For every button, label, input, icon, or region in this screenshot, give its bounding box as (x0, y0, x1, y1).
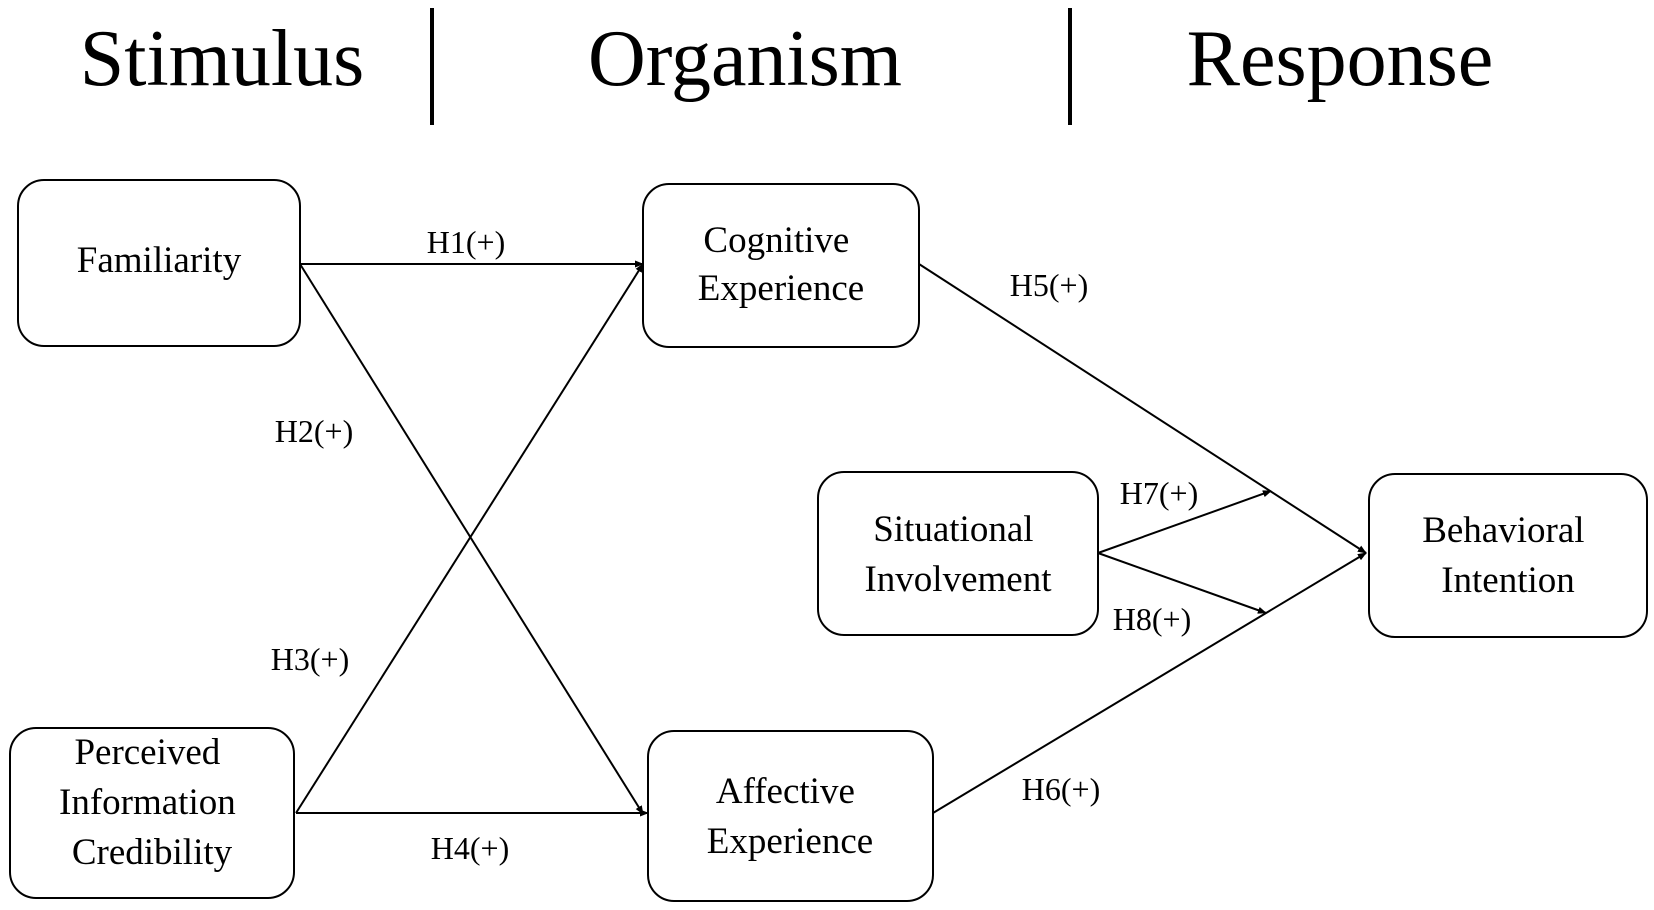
node-affective-line-1: Affective (716, 771, 855, 812)
stage-title-organism: Organism (588, 15, 902, 103)
svg-text:Cognitive Experience: Cognitive Experience (698, 220, 864, 309)
stage-title-stimulus: Stimulus (80, 15, 365, 103)
svg-text:Behavioral Intention: Behavioral Intention (1422, 510, 1594, 601)
node-credibility-line-1: Perceived (74, 732, 220, 773)
edge-label-h1: H1(+) (427, 224, 505, 260)
node-cognitive-line-2: Experience (698, 268, 864, 309)
node-behavioral-line-1: Behavioral (1422, 510, 1584, 551)
edge-h7-situational-moderation (1097, 490, 1272, 554)
edge-label-h6: H6(+) (1022, 771, 1100, 807)
node-affective-experience: Affective Experience (647, 730, 934, 902)
svg-text:Perceived Information: Perceived Information Credibility (59, 732, 245, 873)
edge-h8-situational-moderation (1097, 552, 1267, 614)
stage-title-response: Response (1187, 15, 1494, 103)
node-perceived-information-credibility: Perceived Information Credibility (9, 727, 295, 899)
edge-h2-familiarity-to-affective (299, 263, 644, 815)
edge-label-h8: H8(+) (1113, 601, 1191, 637)
edge-h3-credibility-to-cognitive (295, 263, 644, 814)
node-credibility-line-2: Information (59, 782, 236, 823)
node-cognitive-experience: Cognitive Experience (642, 183, 920, 348)
node-behavioral-intention: Behavioral Intention (1368, 473, 1648, 638)
edge-label-h3: H3(+) (271, 641, 349, 677)
node-familiarity-line-1: Familiarity (77, 240, 242, 281)
node-cognitive-line-1: Cognitive (703, 220, 849, 261)
edge-label-h7: H7(+) (1120, 475, 1198, 511)
edge-label-h5: H5(+) (1010, 267, 1088, 303)
edge-label-h4: H4(+) (431, 830, 509, 866)
node-situational-involvement: Situational Involvement (817, 471, 1099, 636)
node-affective-line-2: Experience (707, 821, 873, 862)
svg-text:Familiarity: Familiarity (77, 240, 242, 281)
node-situational-line-2: Involvement (864, 559, 1052, 600)
node-situational-line-1: Situational (873, 509, 1033, 550)
node-familiarity: Familiarity (17, 179, 301, 347)
node-behavioral-line-2: Intention (1441, 560, 1575, 601)
edge-h5-cognitive-to-behavioral (918, 263, 1367, 554)
edge-h6-affective-to-behavioral (932, 552, 1367, 814)
node-credibility-line-3: Credibility (72, 832, 233, 873)
svg-text:Situational Involvement: Situational Involvement (864, 509, 1052, 600)
edge-label-h2: H2(+) (275, 413, 353, 449)
svg-text:Affective Experience: Affective Experience (707, 771, 873, 862)
